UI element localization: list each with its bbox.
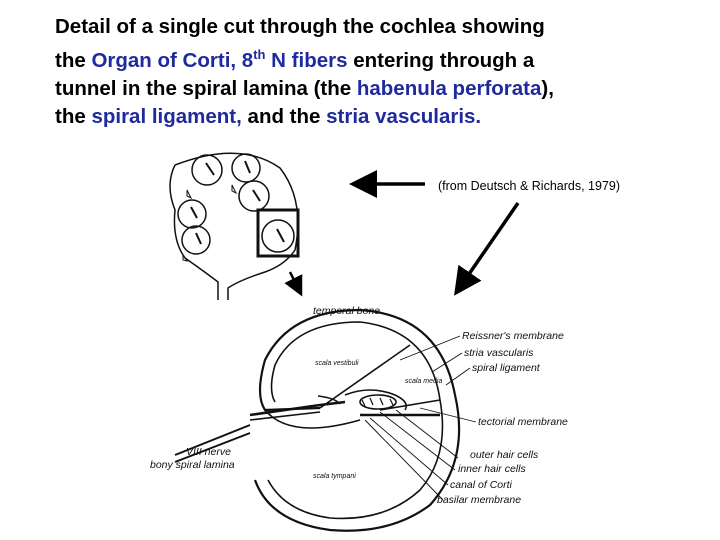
label-viii-nerve: VIII nerve — [186, 446, 231, 458]
label-basilar-membrane: basilar membrane — [437, 494, 521, 506]
label-outer-hair-cells: outer hair cells — [470, 449, 539, 461]
title-text: entering through a — [347, 48, 535, 72]
slide-title: Detail of a single cut through the cochl… — [55, 13, 715, 131]
label-inner-hair-cells: inner hair cells — [458, 463, 526, 475]
title-text: and the — [241, 104, 327, 128]
label-canal-of-corti: canal of Corti — [450, 479, 513, 491]
title-text: the — [55, 104, 92, 128]
source-credit: (from Deutsch & Richards, 1979) — [438, 179, 621, 193]
spiral-ligament-term: spiral ligament, — [91, 104, 242, 128]
organ-of-corti-term: Organ of Corti, — [91, 48, 237, 72]
stria-term: stria vascularis. — [326, 104, 482, 128]
title-text: tunnel in the spiral lamina (the — [55, 76, 357, 100]
label-bony-spiral-lamina: bony spiral lamina — [150, 459, 235, 471]
label-spiral-ligament: spiral ligament — [472, 362, 541, 374]
label-scala-vestibuli: scala vestibuli — [315, 360, 359, 367]
title-text: ), — [541, 76, 554, 100]
label-tectorial-membrane: tectorial membrane — [478, 416, 568, 428]
title-line-1: Detail of a single cut through the cochl… — [55, 15, 545, 38]
arrow-down-left — [454, 202, 520, 296]
label-stria-vascularis: stria vascularis — [464, 347, 534, 359]
label-reissners-membrane: Reissner's membrane — [462, 330, 564, 342]
cochlea-overview-sketch — [169, 152, 300, 300]
cochlear-duct-detail — [174, 308, 461, 532]
leader-lines — [364, 335, 477, 501]
label-scala-tympani: scala tympani — [313, 473, 356, 480]
eighth-nerve-term: 8th N fibers — [236, 47, 348, 72]
title-text: the — [55, 48, 92, 72]
arrow-from-box — [284, 271, 303, 297]
label-temporal-bone: temporal bone — [313, 305, 380, 317]
label-scala-media: scala media — [405, 378, 442, 385]
habenula-term: habenula perforata — [356, 76, 542, 100]
